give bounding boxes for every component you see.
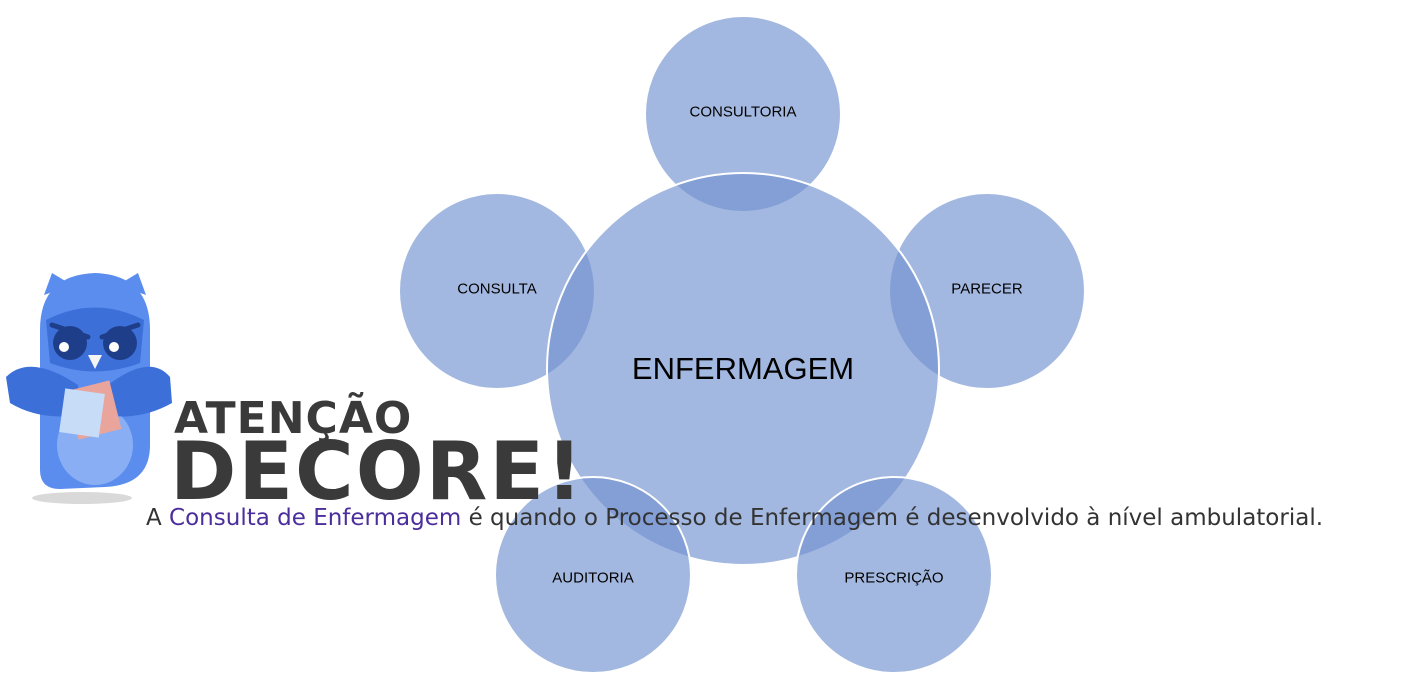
attention-badge: ATENÇÃO DECORE! (0, 245, 583, 512)
node-label-consulta: CONSULTA (457, 280, 537, 298)
badge-title-decore: DECORE! (170, 425, 585, 518)
badge-title-atencao: ATENÇÃO (174, 393, 413, 444)
node-label-auditoria: AUDITORIA (552, 569, 634, 587)
paragraph-rest: é quando o Processo de Enfermagem é dese… (461, 505, 1324, 531)
center-label: ENFERMAGEM (631, 351, 855, 386)
node-label-prescricao: PRESCRIÇÃO (844, 569, 944, 587)
highlight-term: Consulta de Enfermagem (169, 505, 462, 531)
owl-mascot-icon (6, 273, 172, 504)
paragraph-lead: A (146, 505, 170, 531)
body-paragraph: A Consulta de Enfermagem é quando o Proc… (48, 497, 1388, 539)
node-label-parecer: PARECER (951, 280, 1023, 298)
circle-prescricao (795, 476, 993, 674)
circle-auditoria (494, 476, 692, 674)
node-label-consultoria: CONSULTORIA (689, 103, 797, 121)
